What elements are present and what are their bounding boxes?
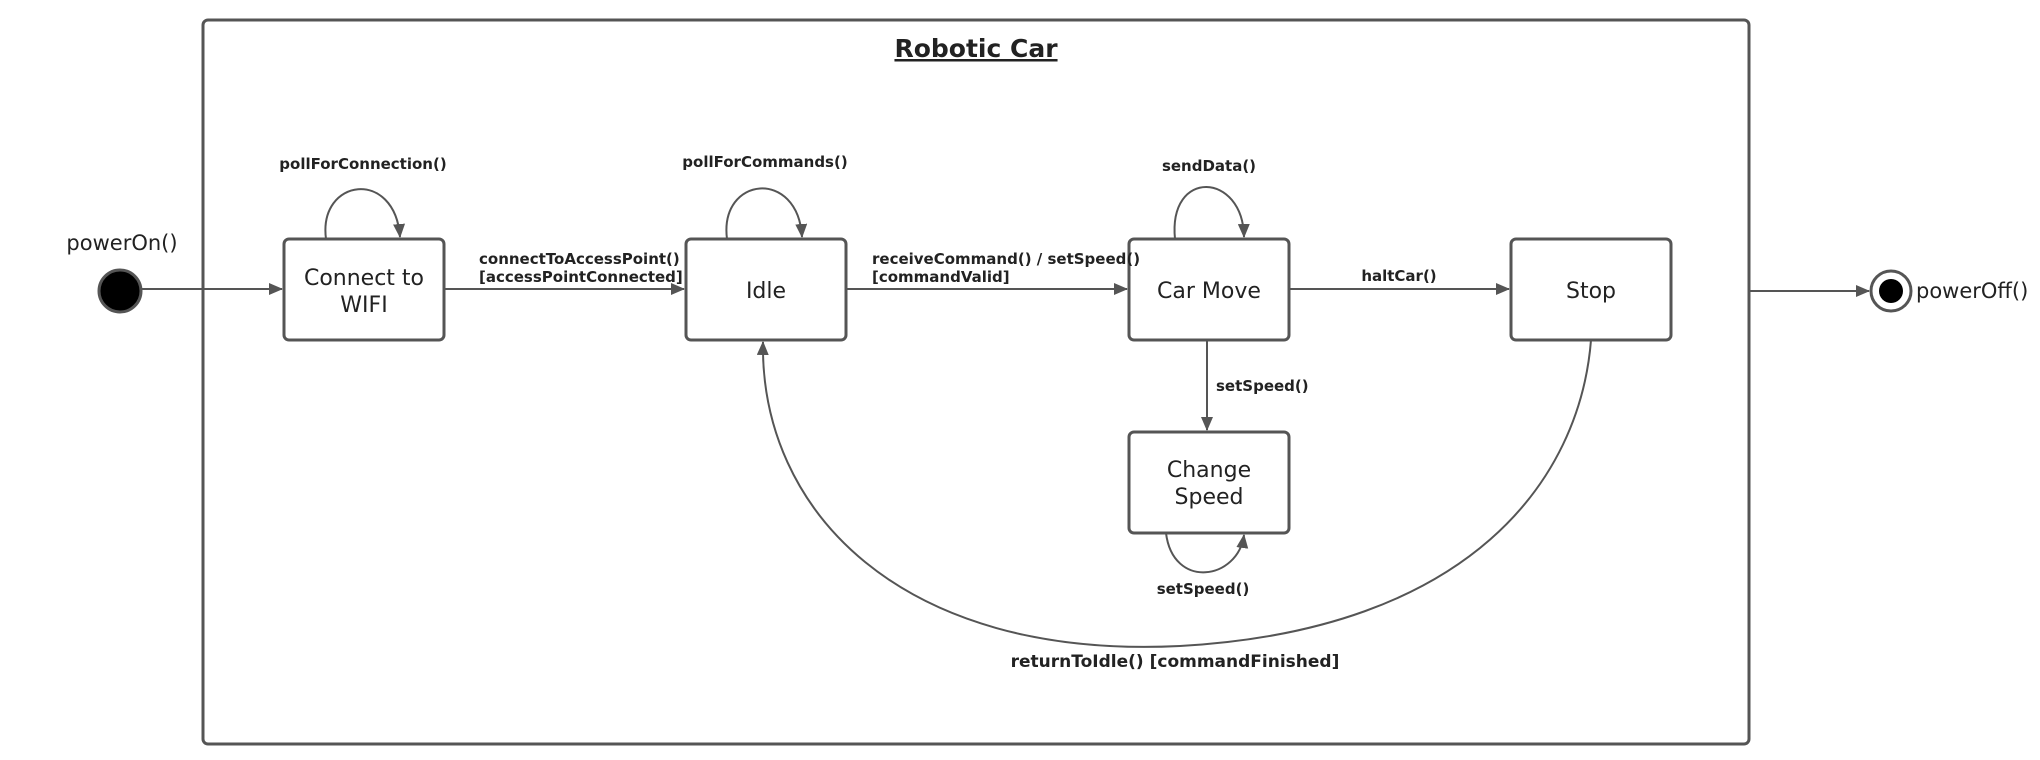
state-change-label-1: Change — [1167, 458, 1251, 483]
label-poll-commands: pollForCommands() — [682, 153, 847, 171]
state-connect-label-2: WIFI — [340, 293, 387, 318]
state-stop-label: Stop — [1566, 279, 1616, 304]
label-receive-2: [commandValid] — [872, 268, 1010, 286]
self-loop-set-speed — [1165, 532, 1249, 574]
label-receive-1: receiveCommand() / setSpeed() — [872, 250, 1140, 268]
final-label: powerOff() — [1916, 279, 2028, 303]
final-state — [1879, 279, 1903, 303]
initial-label: powerOn() — [66, 231, 177, 255]
state-idle-label: Idle — [746, 279, 786, 304]
label-set-speed-down: setSpeed() — [1216, 377, 1309, 395]
state-connect-to-wifi[interactable]: Connect to WIFI — [282, 237, 446, 342]
initial-state — [97, 268, 143, 314]
state-car-move-label: Car Move — [1157, 279, 1261, 304]
state-stop[interactable]: Stop — [1509, 237, 1673, 342]
state-car-move[interactable]: Car Move — [1127, 237, 1291, 342]
label-connect-ap-1: connectToAccessPoint() — [479, 250, 680, 268]
self-loop-poll-commands — [725, 187, 808, 240]
label-connect-ap-2: [accessPointConnected] — [479, 268, 683, 286]
transition-return-to-idle — [756, 339, 1592, 648]
state-idle[interactable]: Idle — [684, 237, 848, 342]
label-send-data: sendData() — [1162, 157, 1256, 175]
self-loop-poll-connection — [324, 188, 406, 240]
state-change-label-2: Speed — [1175, 485, 1244, 510]
composite-title: Robotic Car — [894, 34, 1058, 63]
label-poll-connection: pollForConnection() — [279, 155, 446, 173]
self-loop-send-data — [1173, 186, 1250, 240]
label-halt-car: haltCar() — [1361, 267, 1436, 285]
state-connect-label-1: Connect to — [304, 266, 424, 291]
label-return-idle: returnToIdle() [commandFinished] — [1011, 652, 1340, 672]
state-change-speed[interactable]: Change Speed — [1127, 430, 1291, 535]
composite-state-robotic-car — [201, 18, 1751, 746]
label-set-speed-self: setSpeed() — [1157, 580, 1250, 598]
